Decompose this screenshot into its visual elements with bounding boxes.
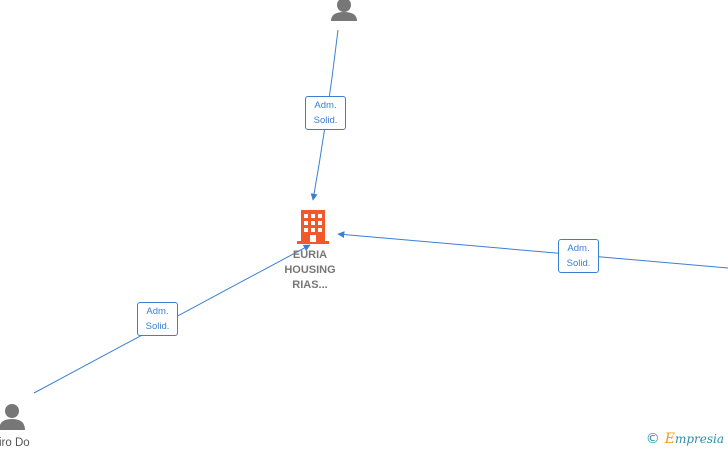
edge-label-right[interactable]: Adm. Solid. xyxy=(558,239,599,273)
company-name[interactable]: EURIA HOUSING RIAS... xyxy=(265,248,355,293)
edge-label-line: Adm. xyxy=(146,306,169,317)
building-icon[interactable] xyxy=(297,210,329,244)
company-name-line: HOUSING xyxy=(284,264,336,276)
person-icon[interactable] xyxy=(0,404,25,430)
brand-logo: Empresia xyxy=(664,431,724,447)
company-name-line: EURIA xyxy=(292,249,328,261)
edge-label-bottom-left[interactable]: Adm. Solid. xyxy=(137,302,178,336)
edge-right-to-company xyxy=(337,231,728,269)
edge-label-line: Solid. xyxy=(145,321,170,332)
company-name-line: RIAS... xyxy=(292,279,328,291)
edge-label-line: Adm. xyxy=(314,100,337,111)
person-icon[interactable] xyxy=(331,0,357,21)
edge-label-line: Adm. xyxy=(567,243,590,254)
edge-label-line: Solid. xyxy=(566,258,591,269)
brand-watermark: © Empresia xyxy=(646,431,724,447)
edge-label-line: Solid. xyxy=(313,115,338,126)
edge-label-top[interactable]: Adm. Solid. xyxy=(305,96,346,130)
person-name[interactable]: iro Do xyxy=(0,437,30,449)
copyright-icon: © xyxy=(645,431,660,447)
